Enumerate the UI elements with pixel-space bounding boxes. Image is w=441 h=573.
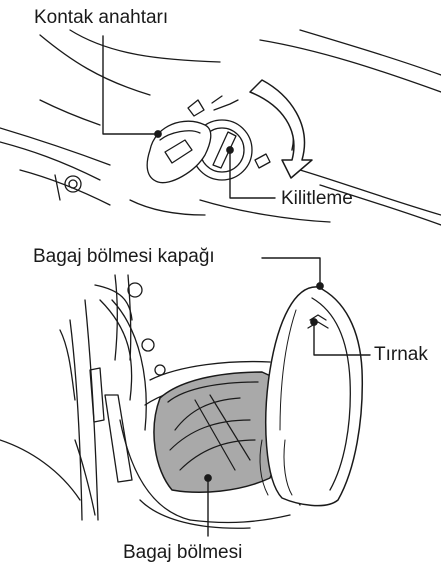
label-storage-lid: Bagaj bölmesi kapağı	[33, 247, 215, 266]
storage-panel-drawing	[0, 258, 370, 536]
label-ignition-key: Kontak anahtarı	[34, 8, 168, 27]
ignition-panel-drawing	[0, 30, 441, 225]
label-locking: Kilitleme	[281, 189, 353, 208]
label-storage-compartment: Bagaj bölmesi	[123, 543, 242, 562]
label-tab: Tırnak	[374, 345, 428, 364]
